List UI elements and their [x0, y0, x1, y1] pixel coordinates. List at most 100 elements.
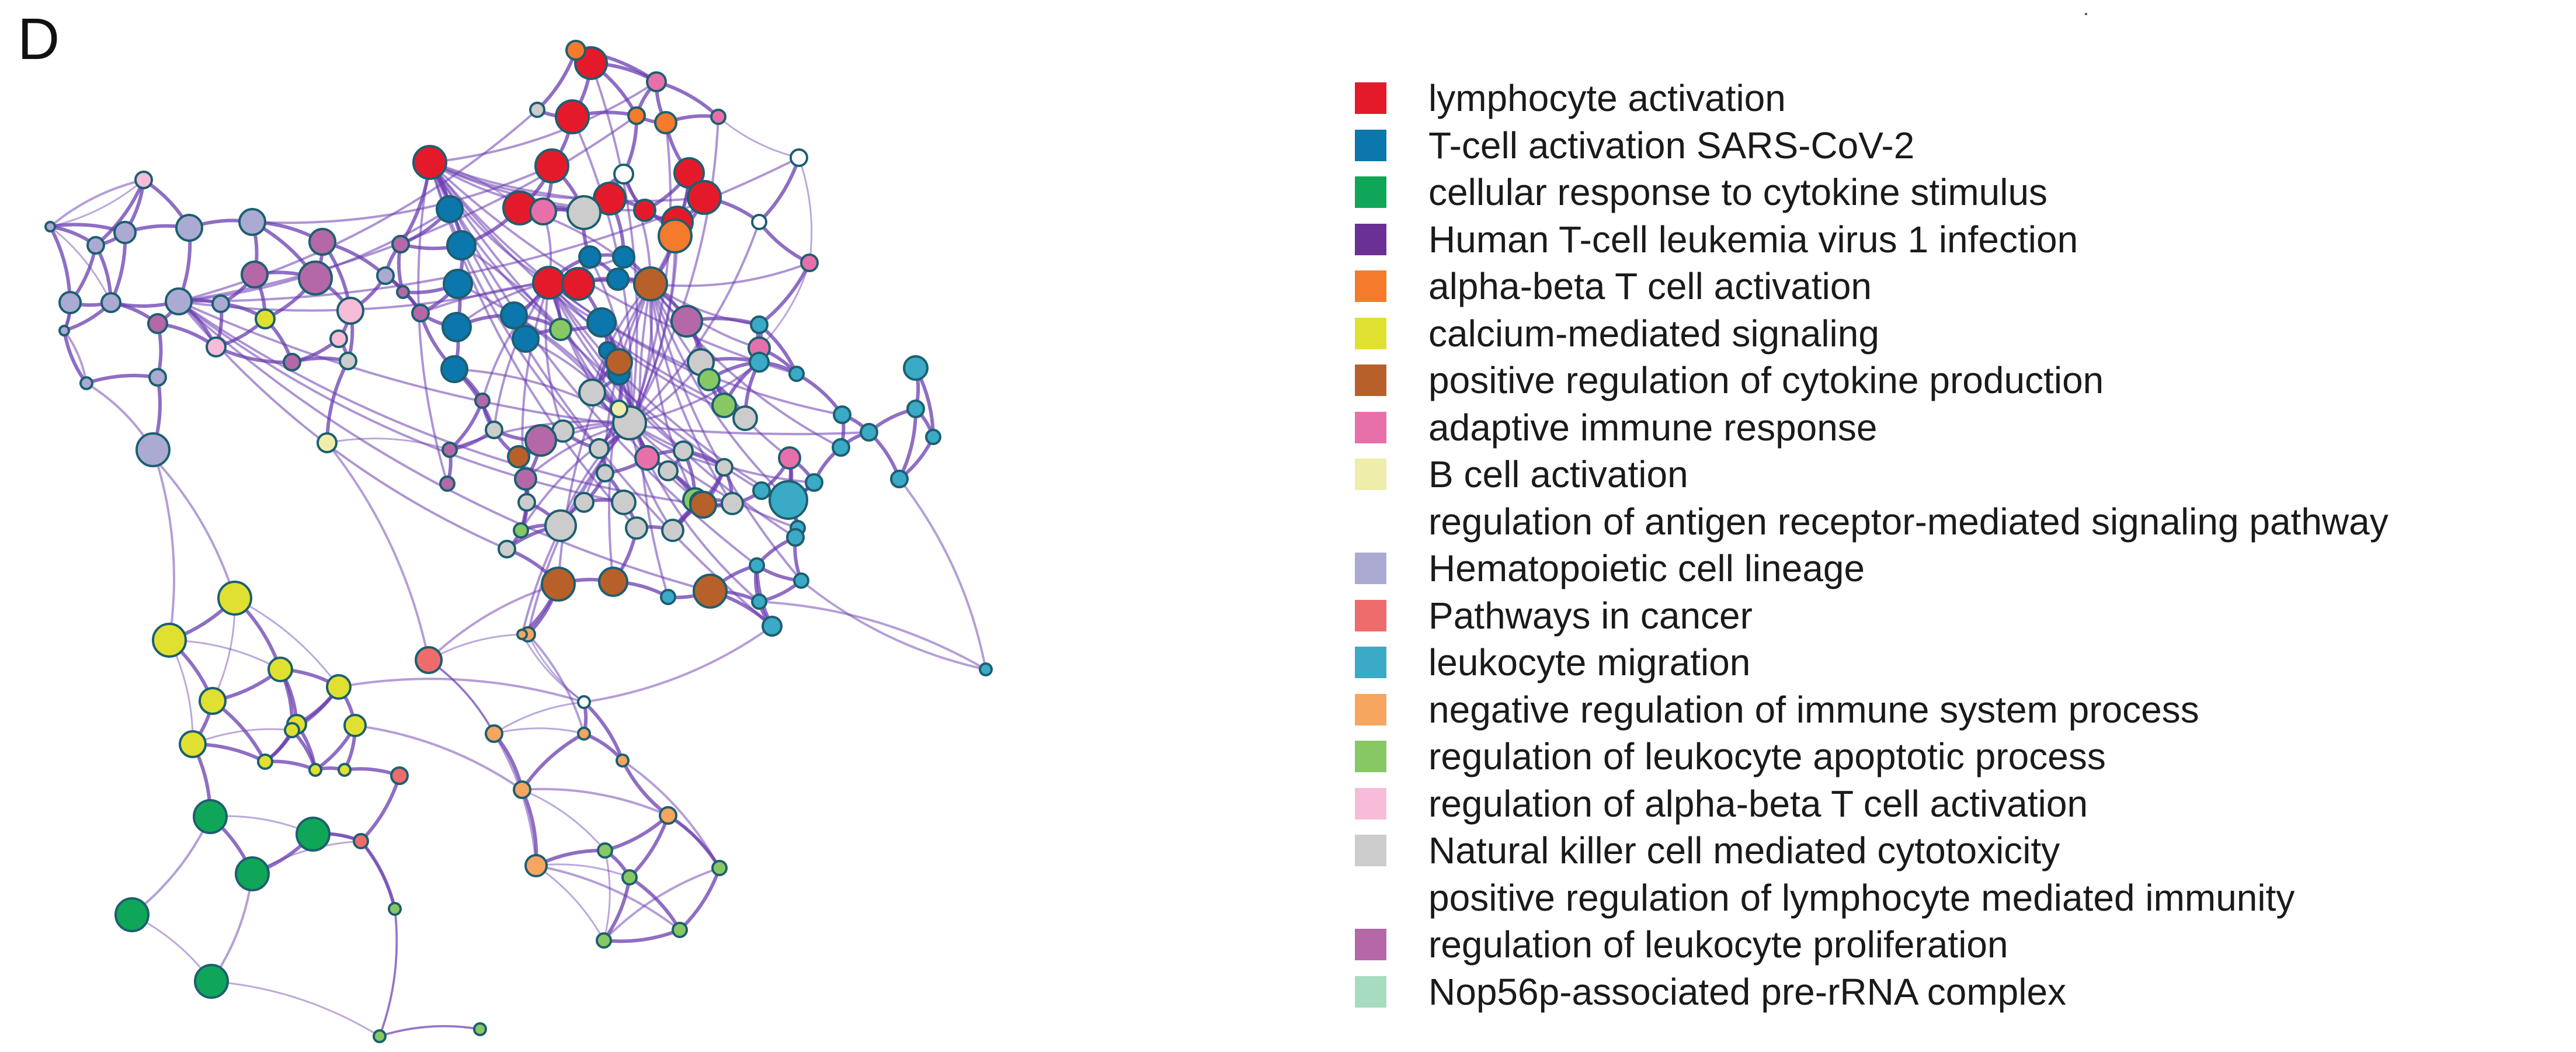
- network-node: [749, 557, 765, 574]
- legend-swatch: [1355, 129, 1386, 161]
- network-node: [44, 221, 56, 232]
- legend-swatch: [1355, 975, 1386, 1008]
- network-node: [390, 766, 409, 785]
- network-edge: [603, 928, 681, 943]
- legend-label: adaptive immune response: [1428, 406, 1878, 449]
- network-edge: [427, 583, 559, 661]
- network-node: [646, 71, 667, 92]
- network-node: [752, 481, 771, 500]
- network-node: [217, 581, 252, 616]
- network-edge: [429, 161, 705, 203]
- network-edge: [649, 283, 790, 501]
- network-node: [800, 254, 819, 272]
- network-node: [411, 304, 430, 322]
- network-node: [589, 438, 610, 459]
- network-node: [605, 348, 633, 376]
- legend-item: leukocyte migration: [1355, 639, 2389, 686]
- network-node: [441, 442, 458, 458]
- network-edge: [427, 659, 495, 734]
- legend-swatch: [1355, 364, 1386, 397]
- network-edge: [630, 283, 653, 423]
- network-node: [339, 352, 357, 370]
- network-node: [750, 315, 769, 334]
- network-graph: [44, 40, 993, 1043]
- network-node: [762, 616, 783, 637]
- legend-label: B cell activation: [1428, 453, 1688, 496]
- legend-swatch: [1355, 82, 1386, 114]
- network-edge: [359, 775, 401, 843]
- legend-item: adaptive immune response: [1355, 404, 2389, 452]
- network-node: [613, 164, 634, 185]
- network-edge: [678, 867, 721, 932]
- network-edge: [650, 262, 810, 287]
- network-node: [485, 724, 503, 743]
- network-node: [611, 489, 637, 515]
- network-node: [329, 329, 348, 348]
- network-edge: [649, 283, 733, 505]
- network-node: [578, 379, 606, 407]
- network-node: [654, 111, 677, 134]
- legend-item: cellular response to cytokine stimulus: [1355, 169, 2389, 216]
- network-node: [474, 393, 491, 409]
- network-node: [283, 353, 301, 372]
- network-node: [317, 432, 338, 453]
- network-node: [211, 294, 230, 313]
- network-node: [443, 269, 473, 299]
- network-node: [573, 492, 595, 513]
- legend-label: alpha-beta T cell activation: [1428, 265, 1872, 308]
- network-node: [566, 195, 602, 230]
- network-node: [612, 245, 635, 269]
- network-node: [267, 657, 293, 682]
- network-node: [805, 473, 823, 492]
- network-edge: [252, 165, 552, 224]
- legend-item: T-cell activation SARS-CoV-2: [1355, 122, 2389, 169]
- legend-item: Nop56p-associated pre-rRNA complex: [1355, 968, 2389, 1016]
- network-node: [513, 780, 531, 799]
- network-node: [732, 405, 758, 431]
- network-node: [721, 492, 744, 515]
- network-node: [660, 589, 676, 605]
- network-edge: [429, 161, 797, 375]
- network-node: [596, 464, 614, 482]
- legend-swatch: [1355, 317, 1386, 349]
- network-node: [890, 470, 909, 488]
- network-node: [790, 148, 808, 167]
- network-edge: [757, 221, 811, 265]
- network-node: [751, 593, 767, 610]
- legend-item: regulation of leukocyte apoptotic proces…: [1355, 733, 2389, 780]
- legend-item: B cell activation: [1355, 451, 2389, 498]
- network-node: [903, 355, 929, 381]
- network-node: [391, 235, 410, 254]
- network-edge: [548, 282, 787, 501]
- network-node: [296, 817, 331, 852]
- network-edge: [481, 282, 550, 401]
- legend-item: Hematopoietic cell lineage: [1355, 545, 2389, 592]
- legend-item: Natural killer cell mediated cytotoxicit…: [1355, 827, 2389, 874]
- network-node: [749, 352, 770, 373]
- legend-label: leukocyte migration: [1428, 641, 1751, 684]
- network-node: [238, 208, 266, 236]
- legend-label: negative regulation of immune system pro…: [1428, 688, 2199, 731]
- network-edge: [628, 815, 670, 879]
- network-node: [165, 287, 193, 315]
- network-node: [634, 445, 660, 471]
- network-node: [697, 368, 721, 391]
- network-edge: [649, 283, 842, 449]
- network-edge: [630, 221, 760, 424]
- network-node: [616, 754, 630, 768]
- legend-label: Nop56p-associated pre-rRNA complex: [1428, 970, 2067, 1013]
- network-node: [507, 445, 530, 468]
- network-node: [687, 180, 722, 215]
- network-edge: [49, 179, 144, 228]
- network-node: [532, 266, 566, 300]
- network-edge: [360, 840, 396, 909]
- network-edge: [548, 282, 797, 539]
- network-node: [625, 516, 648, 540]
- legend-label: regulation of leukocyte apoptotic proces…: [1428, 735, 2106, 778]
- network-node: [658, 460, 679, 481]
- legend-label: Human T-cell leukemia virus 1 infection: [1428, 218, 2078, 261]
- network-edge: [649, 283, 696, 501]
- network-node: [577, 727, 591, 741]
- network-node: [673, 157, 705, 189]
